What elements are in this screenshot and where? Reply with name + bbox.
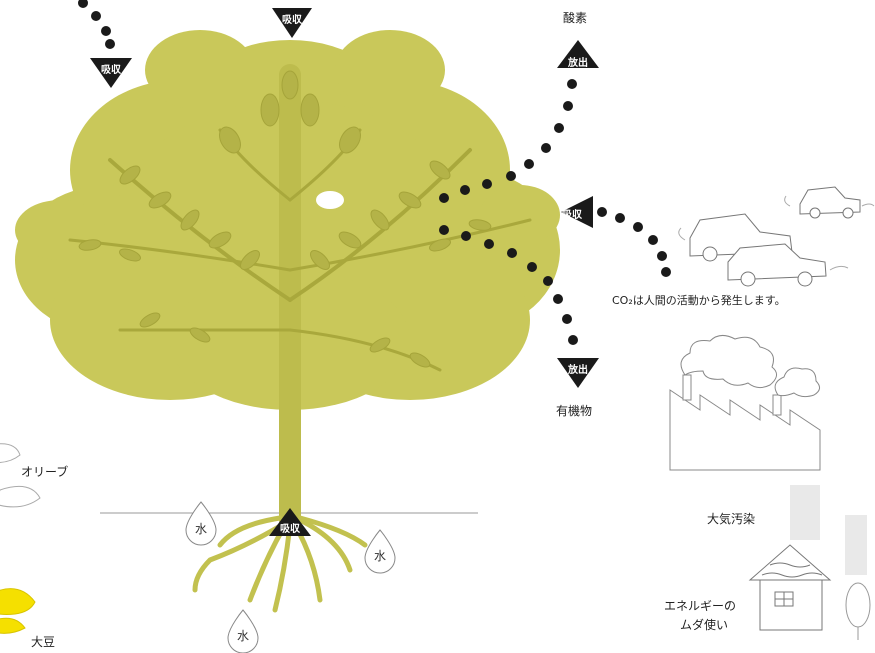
- car-icon: [689, 186, 861, 287]
- release-tag-organic: 放出: [568, 365, 588, 376]
- water-drops: [185, 501, 396, 653]
- soybean-icon: [0, 588, 36, 634]
- flow-dots: [78, 0, 671, 345]
- water-label: 水: [373, 549, 386, 563]
- water-label: 水: [194, 522, 207, 536]
- absorb-arrow-left: [90, 58, 132, 88]
- absorb-tag-top: 吸収: [282, 15, 302, 26]
- absorb-arrow-top: [272, 8, 312, 38]
- absorb-arrow-root: [269, 508, 311, 536]
- absorb-tag-co2: 吸収: [562, 210, 582, 221]
- release-arrow-organic: [557, 358, 599, 388]
- factory-icon: [669, 374, 821, 471]
- co2-note: CO₂は人間の活動から発生します。: [612, 294, 786, 307]
- canopy-gap: [316, 191, 344, 209]
- release-arrow-oxygen: [557, 40, 599, 68]
- arrow-markers: [90, 8, 599, 536]
- olive-label: オリーブ: [21, 465, 69, 479]
- organic-label: 有機物: [556, 404, 593, 418]
- leaves: [78, 70, 492, 368]
- exhaust-icon: [678, 195, 875, 271]
- smoke-icon: [680, 335, 820, 398]
- oxygen-label: 酸素: [563, 11, 588, 25]
- absorb-tag-left: 吸収: [101, 65, 121, 76]
- olive-icon: [0, 443, 41, 508]
- energy-label-line1: エネルギーの: [664, 599, 737, 613]
- water-drop: [364, 529, 396, 574]
- water-drop: [185, 501, 217, 546]
- absorb-arrow-co2: [561, 196, 593, 228]
- tree-small-icon: [845, 582, 871, 640]
- air-pollution-label: 大気汚染: [707, 512, 756, 526]
- energy-label-line2: ムダ使い: [680, 618, 729, 632]
- tree-canopy: [15, 30, 560, 410]
- buildings-icon: [790, 485, 867, 575]
- release-tag-oxygen: 放出: [568, 58, 588, 69]
- house-icon: [748, 544, 832, 631]
- water-label: 水: [236, 629, 249, 643]
- soybean-label: 大豆: [31, 635, 56, 649]
- absorb-tag-root: 吸収: [280, 524, 300, 535]
